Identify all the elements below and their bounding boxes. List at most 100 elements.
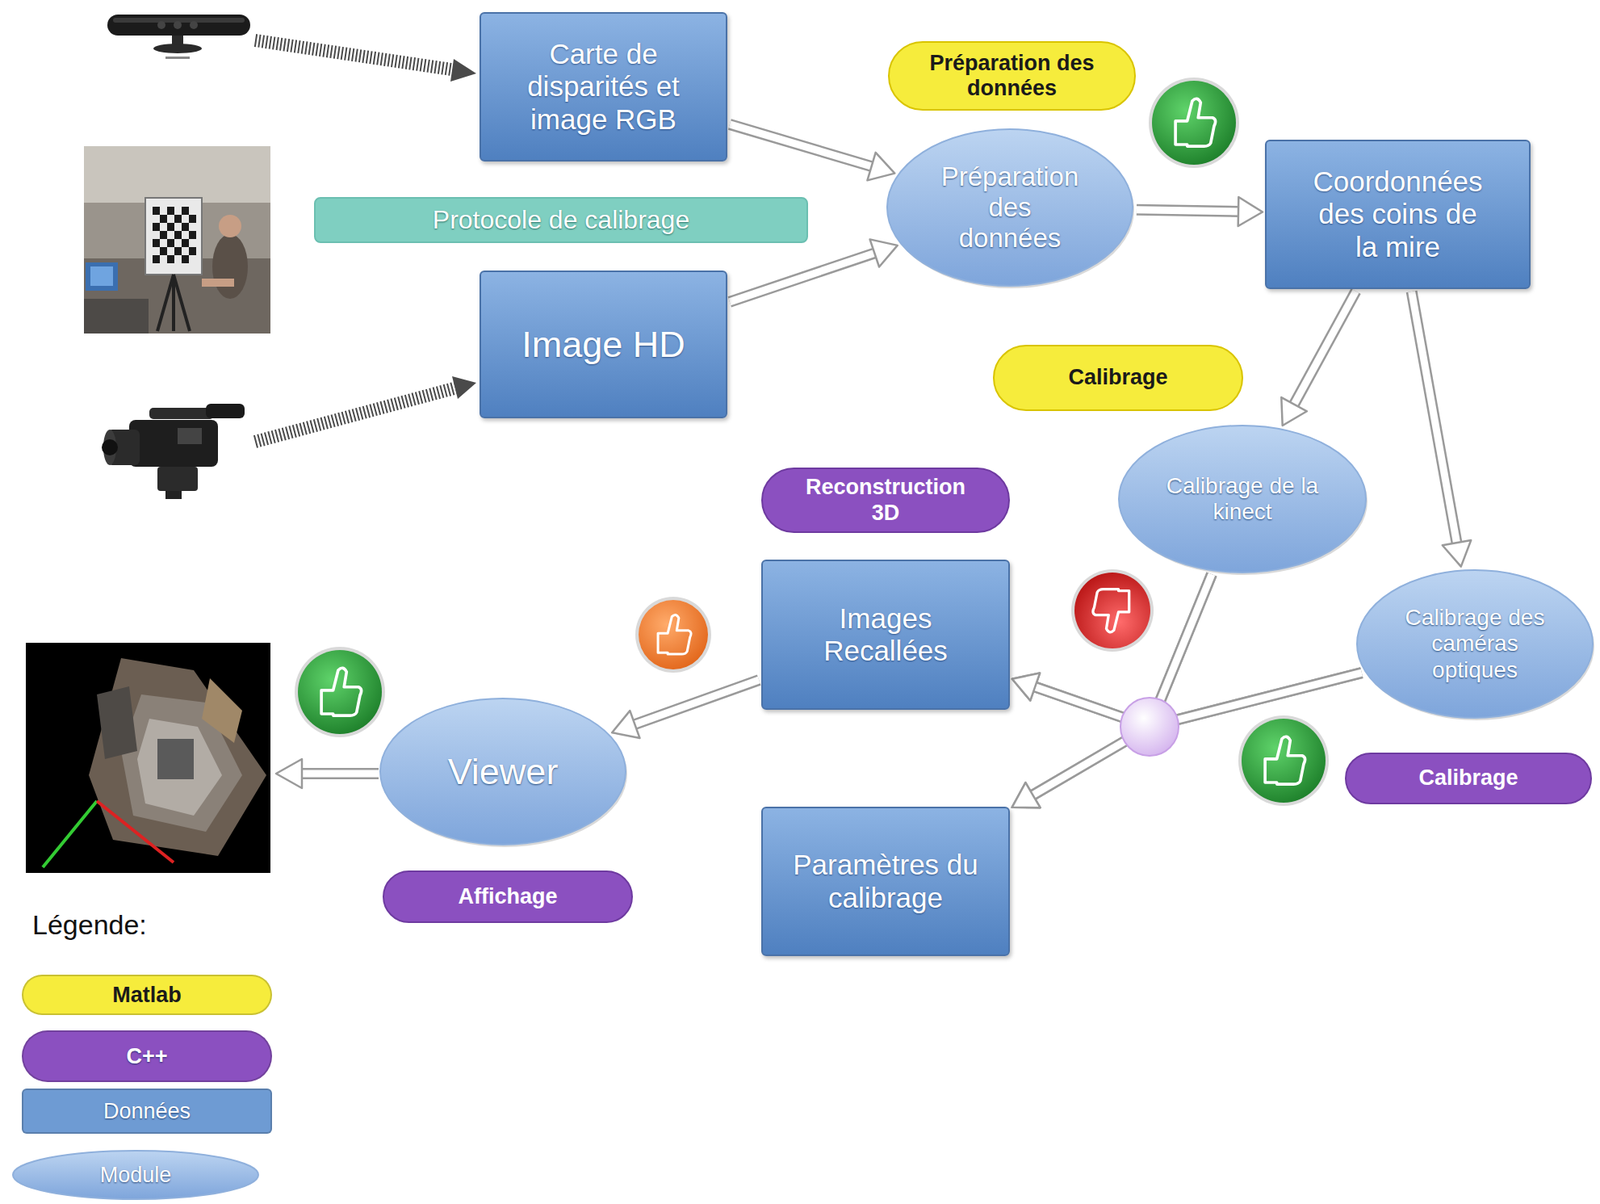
flow-arrow — [1411, 291, 1472, 567]
module-ellipse: Viewer — [378, 696, 628, 847]
arrow-head — [1442, 540, 1471, 567]
arrow-head — [1012, 673, 1040, 701]
calibration-photo — [83, 146, 271, 334]
arrow-outline — [1031, 672, 1362, 796]
thumb-icon — [294, 646, 386, 738]
flow-arrow — [611, 679, 759, 738]
kinect-sensor — [189, 20, 198, 30]
text-wrap: Calibrage — [1346, 753, 1591, 803]
thumb-icon — [1074, 572, 1151, 649]
legend-swatch: Matlab — [21, 974, 273, 1015]
calibration-photo — [145, 197, 202, 275]
hatched-arrow — [255, 376, 477, 442]
checker-square — [152, 255, 160, 264]
camcorder — [101, 403, 245, 499]
checker-square — [181, 222, 189, 231]
arrow-outline — [729, 124, 874, 168]
thumb-icon — [635, 596, 712, 673]
thumb-icon — [1093, 589, 1130, 633]
flow-arrow — [729, 238, 898, 302]
node-label: Paramètres du calibrage — [788, 848, 983, 914]
thumb-icon — [1238, 715, 1329, 806]
reconstruction-render — [96, 800, 174, 863]
text-wrap: Coordonnées des coins de la mire — [1266, 141, 1529, 288]
hatched-arrow — [255, 40, 457, 71]
calibration-photo — [85, 262, 118, 291]
checker-square — [167, 222, 175, 231]
matlab-tag: Calibrage — [992, 344, 1244, 411]
hatched-arrow — [452, 376, 477, 399]
text-wrap: Carte de disparités et image RGB — [481, 13, 726, 160]
hollow-arrow — [276, 758, 302, 788]
calibration-photo — [83, 298, 149, 334]
module-ellipse: Préparation des données — [885, 127, 1135, 288]
thumb-icon — [657, 614, 692, 654]
camcorder — [177, 427, 202, 444]
thumb-icon — [1241, 718, 1326, 803]
text-wrap: Protocole de calibrage — [315, 198, 807, 242]
checker-square — [159, 214, 168, 223]
arrow-head — [870, 238, 898, 267]
text-wrap: Préparation des données — [885, 127, 1135, 288]
reconstruction-render — [25, 642, 271, 873]
camcorder — [149, 407, 214, 419]
thumb-icon — [635, 596, 712, 673]
text-wrap: Affichage — [384, 871, 632, 922]
arrow-body — [1411, 291, 1458, 545]
flow-arrow — [1281, 291, 1356, 426]
kinect-sensor — [173, 20, 182, 30]
arrow-head — [867, 152, 895, 181]
calibration-photo — [212, 234, 248, 299]
arrow-head — [1238, 196, 1263, 227]
kinect-sensor — [157, 20, 166, 30]
checker-square — [167, 238, 175, 248]
arrow-head — [611, 710, 640, 738]
hollow-arrow — [300, 770, 379, 778]
calibration-photo — [218, 214, 242, 238]
thumb-icon — [294, 646, 386, 738]
arrow-outline — [633, 679, 760, 725]
node-label: Préparation des données — [936, 161, 1084, 254]
matlab-tag: Préparation des données — [887, 41, 1136, 111]
hollow-arrow — [276, 758, 379, 788]
arrow-head — [1281, 397, 1307, 426]
thumb-icon — [321, 667, 362, 716]
checker-square — [159, 230, 168, 239]
node-label: Calibrage de la kinect — [1160, 473, 1326, 525]
legend-swatch: Données — [21, 1088, 273, 1134]
module-ellipse — [1357, 569, 1593, 718]
kinect-sensor — [107, 14, 251, 59]
thumb-icon — [1175, 98, 1216, 147]
calibration-photo — [201, 278, 235, 287]
camcorder — [165, 490, 182, 499]
checker-square — [188, 230, 197, 239]
kinect-sensor — [153, 43, 202, 54]
arrow-outline — [1411, 291, 1458, 545]
legend-label: Matlab — [112, 982, 182, 1008]
arrow-body — [1031, 672, 1362, 796]
reconstruction-render — [137, 718, 222, 816]
hatched-arrow — [255, 387, 457, 442]
text-wrap: Calibrage — [994, 346, 1242, 410]
text-wrap: Viewer — [378, 696, 628, 847]
node-label: Carte de disparités et image RGB — [515, 37, 693, 136]
reconstruction-render — [96, 686, 138, 759]
data-box: Images Recallées — [761, 559, 1010, 710]
checker-square — [181, 206, 189, 215]
calibration-photo — [83, 146, 271, 334]
text-wrap: Image HD — [481, 272, 726, 417]
checker-square — [181, 255, 189, 264]
data-box: Carte de disparités et image RGB — [479, 12, 728, 162]
checker-square — [174, 214, 182, 223]
checker-square — [152, 238, 160, 248]
text-wrap: Images Recallées — [762, 561, 1009, 708]
arrow-outline — [1293, 291, 1356, 407]
module-ellipse — [380, 698, 626, 845]
checker-square — [167, 206, 175, 215]
checker-square — [174, 247, 182, 256]
arrow-outline — [729, 252, 876, 302]
arrow-head — [1012, 673, 1040, 701]
checker-square — [188, 214, 197, 223]
hollow-arrow — [300, 767, 379, 780]
